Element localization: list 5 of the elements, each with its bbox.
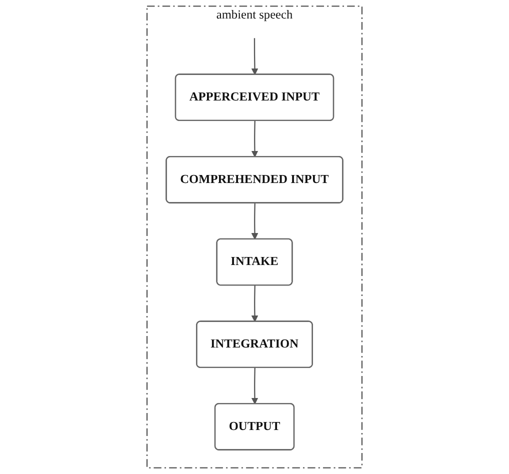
arrow <box>251 368 258 404</box>
arrow <box>251 203 258 240</box>
arrow <box>251 38 258 75</box>
arrow <box>251 120 258 158</box>
arrow <box>251 285 258 322</box>
